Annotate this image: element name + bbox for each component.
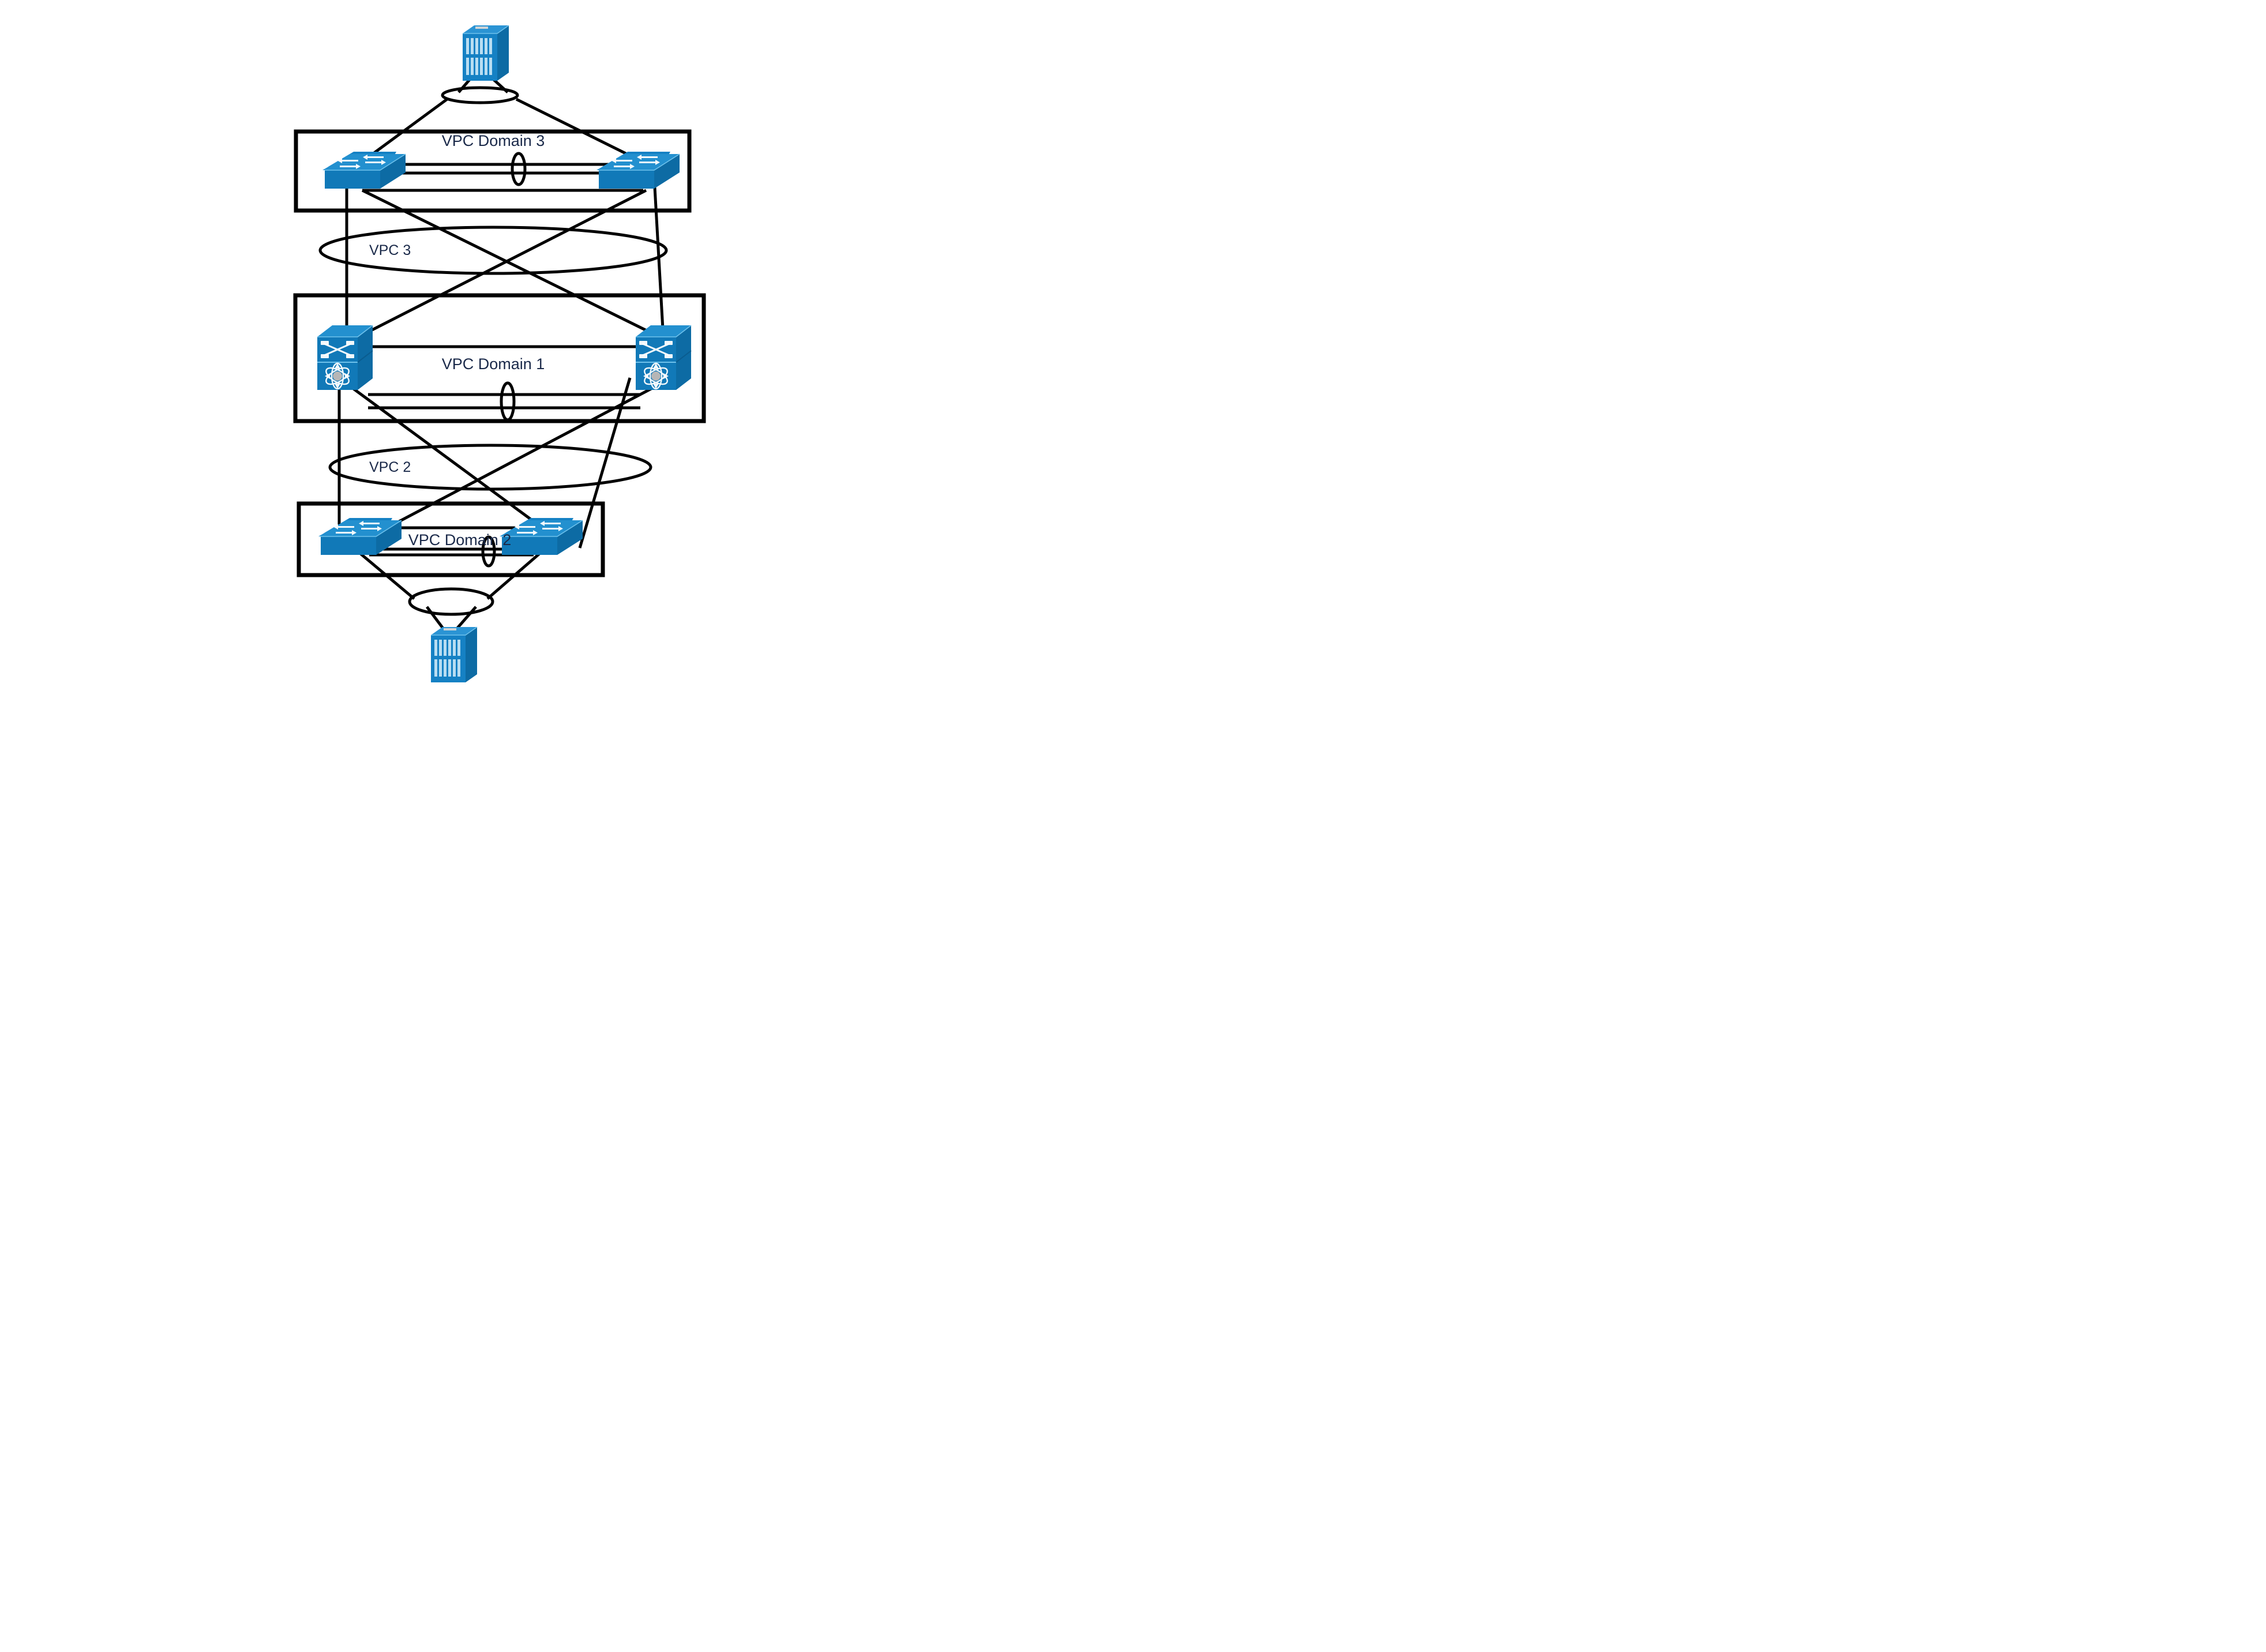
vpc-2-ellipse — [328, 444, 652, 491]
vpc-domain-3-boundary[interactable] — [294, 129, 692, 213]
server-bottom-aggregation-ellipse — [408, 587, 494, 616]
vpc-domain-3-label: VPC Domain 3 — [442, 132, 545, 149]
vpc-domain-1-port-channel-icon — [500, 381, 516, 422]
vpc-domain-2-port-channel-icon — [481, 535, 496, 568]
vpc-domain-1-peer-links — [368, 345, 640, 410]
vpc-domain-1-label: VPC Domain 1 — [442, 355, 545, 373]
switch-domain1-left[interactable] — [316, 324, 374, 391]
vpc-domain-2-group[interactable]: VPC Domain 2 — [297, 501, 605, 577]
server-bottom[interactable] — [430, 626, 478, 683]
switch-domain3-left[interactable] — [322, 151, 406, 189]
server-top[interactable] — [462, 25, 509, 81]
vpc-domain-2-boundary[interactable] — [297, 501, 605, 577]
vpc-domain-1-boundary[interactable] — [293, 293, 706, 423]
link-server-top-to-domain3 — [357, 69, 650, 167]
server-top-aggregation-ellipse — [441, 86, 519, 104]
vpc-2-label: VPC 2 — [369, 459, 411, 475]
link-domain2-to-server-bottom — [359, 553, 541, 631]
vpc-3-ellipse — [318, 226, 668, 275]
vpc-domain-2-label: VPC Domain 2 — [408, 531, 512, 549]
vpc-3-label: VPC 3 — [369, 242, 411, 258]
vpc-domain-3-port-channel-icon — [511, 152, 527, 186]
vpc-domain-3-group[interactable]: VPC Domain 3 — [294, 129, 692, 213]
vpc-domain-3-peer-links — [362, 163, 643, 192]
switch-domain3-right[interactable] — [596, 151, 680, 189]
vpc-domain-1-group[interactable]: VPC Domain 1 — [293, 293, 706, 423]
switch-domain1-right[interactable] — [635, 324, 692, 391]
switch-domain2-right[interactable] — [499, 517, 583, 555]
